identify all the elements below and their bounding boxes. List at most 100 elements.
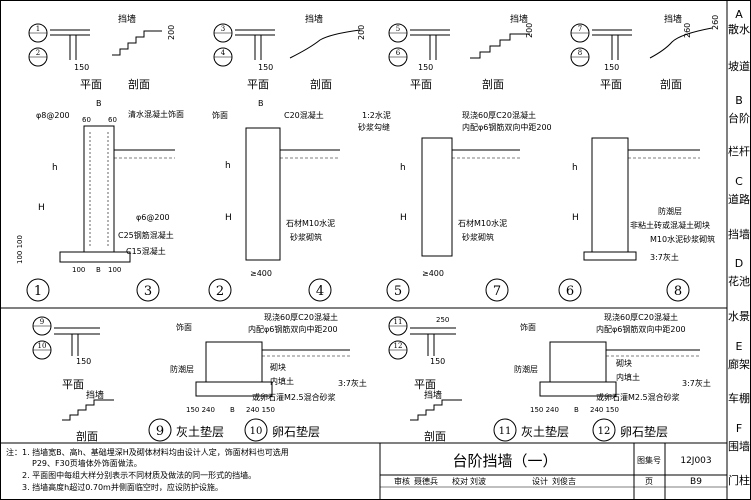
detail-group-3-4: 3 4 150 平面 挡墙 200 剖面 xyxy=(213,13,366,91)
sheet-title: 台阶挡墙（一） xyxy=(452,452,557,470)
annotation: 内配φ6钢筋双向中距200 xyxy=(462,122,552,132)
detail-group-9-10: 9 10 150 平面 挡墙 剖面 xyxy=(32,316,114,443)
sidebar-letter: C xyxy=(735,175,743,188)
marker-num: 2 xyxy=(36,49,40,57)
dim-text: 150 xyxy=(430,357,445,366)
annotation: 3:7灰土 xyxy=(338,378,367,388)
sidebar-item-f[interactable]: F 围墙 门柱 xyxy=(728,422,750,487)
section-label: 剖面 xyxy=(128,77,150,91)
sidebar-item-b[interactable]: B 台阶 栏杆 xyxy=(728,94,750,158)
sidebar-text: 围墙 xyxy=(728,439,750,453)
sidebar-text: 栏杆 xyxy=(728,144,750,158)
section-block-wall: h H 防潮层 非粘土砖或混凝土砌块 M10水泥砂浆砌筑 3:7灰土 6 8 xyxy=(558,137,715,302)
annotation: 内填土 xyxy=(270,376,294,386)
annotation: 非粘土砖或混凝土砌块 xyxy=(630,220,710,230)
sidebar-item-a[interactable]: A 散水 坡道 xyxy=(728,8,750,73)
plan-label: 平面 xyxy=(62,378,84,391)
title-block: 台阶挡墙（一） 图集号 12J003 审核 聂德兵 校对 刘波 设计 刘俊吉 页… xyxy=(379,442,728,500)
sidebar-text: 坡道 xyxy=(728,59,750,73)
proofreader-name: 刘波 xyxy=(470,476,486,486)
annotation: M10水泥砂浆砌筑 xyxy=(650,234,715,244)
annotation: 内填土 xyxy=(616,372,640,382)
dim-label: B xyxy=(230,406,235,414)
dim-label: h xyxy=(572,163,578,173)
designer-name: 刘俊吉 xyxy=(552,476,576,486)
plan-label: 平面 xyxy=(600,78,622,91)
marker-num: 5 xyxy=(396,25,400,33)
caption: 卵石垫层 xyxy=(272,424,320,439)
section-mortar-wall: 1:2水泥 砂浆勾缝 现浇60厚C20混凝土 内配φ6钢筋双向中距200 h H… xyxy=(358,110,552,302)
marker-num: 9 xyxy=(40,318,44,326)
dim-label: h xyxy=(400,163,406,173)
plan-label: 平面 xyxy=(247,78,269,91)
wall-body xyxy=(83,125,115,253)
annotation: 或卵石灌M2.5混合砂浆 xyxy=(252,392,336,402)
marker-num: 6 xyxy=(396,49,401,57)
dim-label: h xyxy=(52,163,58,173)
detail-callout: 4 xyxy=(316,284,324,299)
dim-text: 240 150 xyxy=(246,406,275,414)
annotation: 砌块 xyxy=(616,358,632,368)
sidebar-letter: F xyxy=(736,422,742,435)
sidebar-letter: D xyxy=(735,257,743,270)
annotation: φ6@200 xyxy=(136,213,170,222)
sidebar-item-e[interactable]: E 廊架 车棚 xyxy=(728,340,750,405)
wall-label: 挡墙 xyxy=(118,13,136,25)
dim-text: 100 xyxy=(108,266,121,274)
marker-num: 10 xyxy=(38,342,47,350)
dim-text: 250 xyxy=(436,316,449,324)
detail-callout: 9 xyxy=(156,424,164,439)
section-stone-wall: 饰面 C20混凝土 B h H 石材M10水泥 砂浆砌筑 ≥400 2 4 xyxy=(208,99,340,302)
dim-label: H xyxy=(572,213,579,223)
sidebar: A 散水 坡道 B 台阶 栏杆 C 道路 挡墙 D 花池 水景 E 廊架 车棚 … xyxy=(728,8,750,487)
dim-label: h xyxy=(225,161,231,171)
marker-num: 7 xyxy=(578,25,582,33)
plan-label: 平面 xyxy=(410,78,432,91)
wall-body xyxy=(421,137,453,257)
dim-label: H xyxy=(38,203,45,213)
page-number: B9 xyxy=(690,477,702,487)
proofreader-label: 校对 xyxy=(452,476,468,486)
dim-text: 150 240 xyxy=(186,406,215,414)
detail-group-5-6: 5 6 150 平面 挡墙 200 剖面 xyxy=(388,13,534,91)
annotation: 饰面 xyxy=(212,110,228,120)
sidebar-letter: E xyxy=(736,340,743,353)
marker-num: 12 xyxy=(394,342,403,350)
sidebar-text: 水景 xyxy=(728,310,750,323)
note-line: 3. 挡墙高度h超过0.70m并侧面临空时，应设防护设施。 xyxy=(22,482,223,492)
wall-body xyxy=(245,127,281,261)
dim-label: B xyxy=(96,99,102,108)
annotation: 饰面 xyxy=(176,322,192,332)
detail-group-7-8: 7 8 150 平面 挡墙 260 260 剖面 xyxy=(570,13,720,91)
annotation: φ8@200 xyxy=(36,111,70,120)
reviewer-name: 聂德兵 xyxy=(414,476,438,486)
sidebar-text: 门柱 xyxy=(728,473,750,487)
sidebar-item-d[interactable]: D 花池 水景 xyxy=(728,257,750,323)
sidebar-letter: A xyxy=(735,8,743,21)
wall-body xyxy=(205,341,263,383)
dim-label: B xyxy=(258,99,264,108)
annotation: 内配φ6钢筋双向中距200 xyxy=(248,324,338,334)
annotation: 防潮层 xyxy=(514,364,538,374)
plan-label: 平面 xyxy=(414,378,436,391)
dim-text: 60 xyxy=(108,116,117,124)
dim-text: 150 xyxy=(76,357,91,366)
section-label: 剖面 xyxy=(424,429,446,443)
sidebar-text: 花池 xyxy=(728,275,750,288)
sidebar-text: 台阶 xyxy=(728,111,750,125)
annotation: 砂浆砌筑 xyxy=(290,232,322,242)
annotation: 或卵石灌M2.5混合砂浆 xyxy=(596,392,680,402)
wall-label: 挡墙 xyxy=(664,13,682,25)
dim-text: 60 xyxy=(82,116,91,124)
sidebar-item-c[interactable]: C 道路 挡墙 xyxy=(728,175,750,241)
detail-callout: 1 xyxy=(34,284,42,299)
annotation: 3:7灰土 xyxy=(682,378,711,388)
wall-body xyxy=(549,341,607,383)
caption: 灰土垫层 xyxy=(176,424,224,439)
marker-num: 8 xyxy=(578,49,582,57)
dim-label: H xyxy=(225,213,232,223)
detail-callout: 5 xyxy=(394,284,402,299)
reviewer-label: 审核 xyxy=(394,476,410,486)
atlas-number: 12J003 xyxy=(680,456,711,466)
dim-text: 200 xyxy=(357,25,366,40)
